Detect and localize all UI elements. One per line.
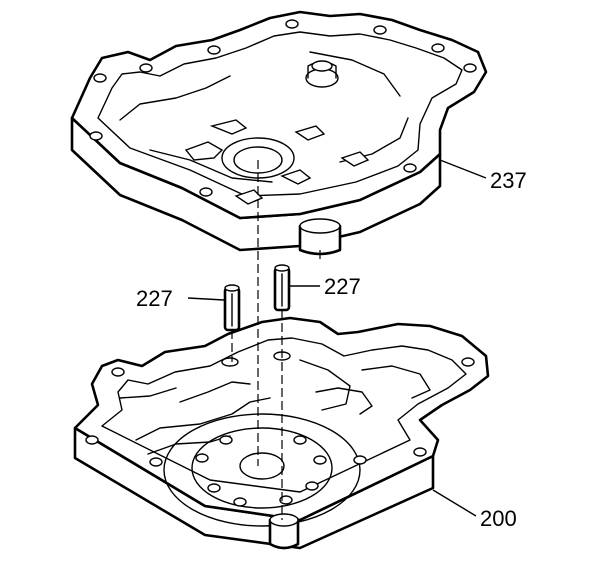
- dowel-pin-right: [273, 264, 291, 312]
- part-label-227-right: 227: [324, 274, 361, 299]
- dowel-pin-left: [223, 284, 241, 332]
- part-label-200: 200: [480, 506, 517, 531]
- part-label-237: 237: [490, 168, 527, 193]
- callout-leaders: [187, 159, 487, 517]
- part-label-227-left: 227: [136, 286, 173, 311]
- alignment-axes: [231, 160, 321, 520]
- upper-plate: [70, 10, 488, 256]
